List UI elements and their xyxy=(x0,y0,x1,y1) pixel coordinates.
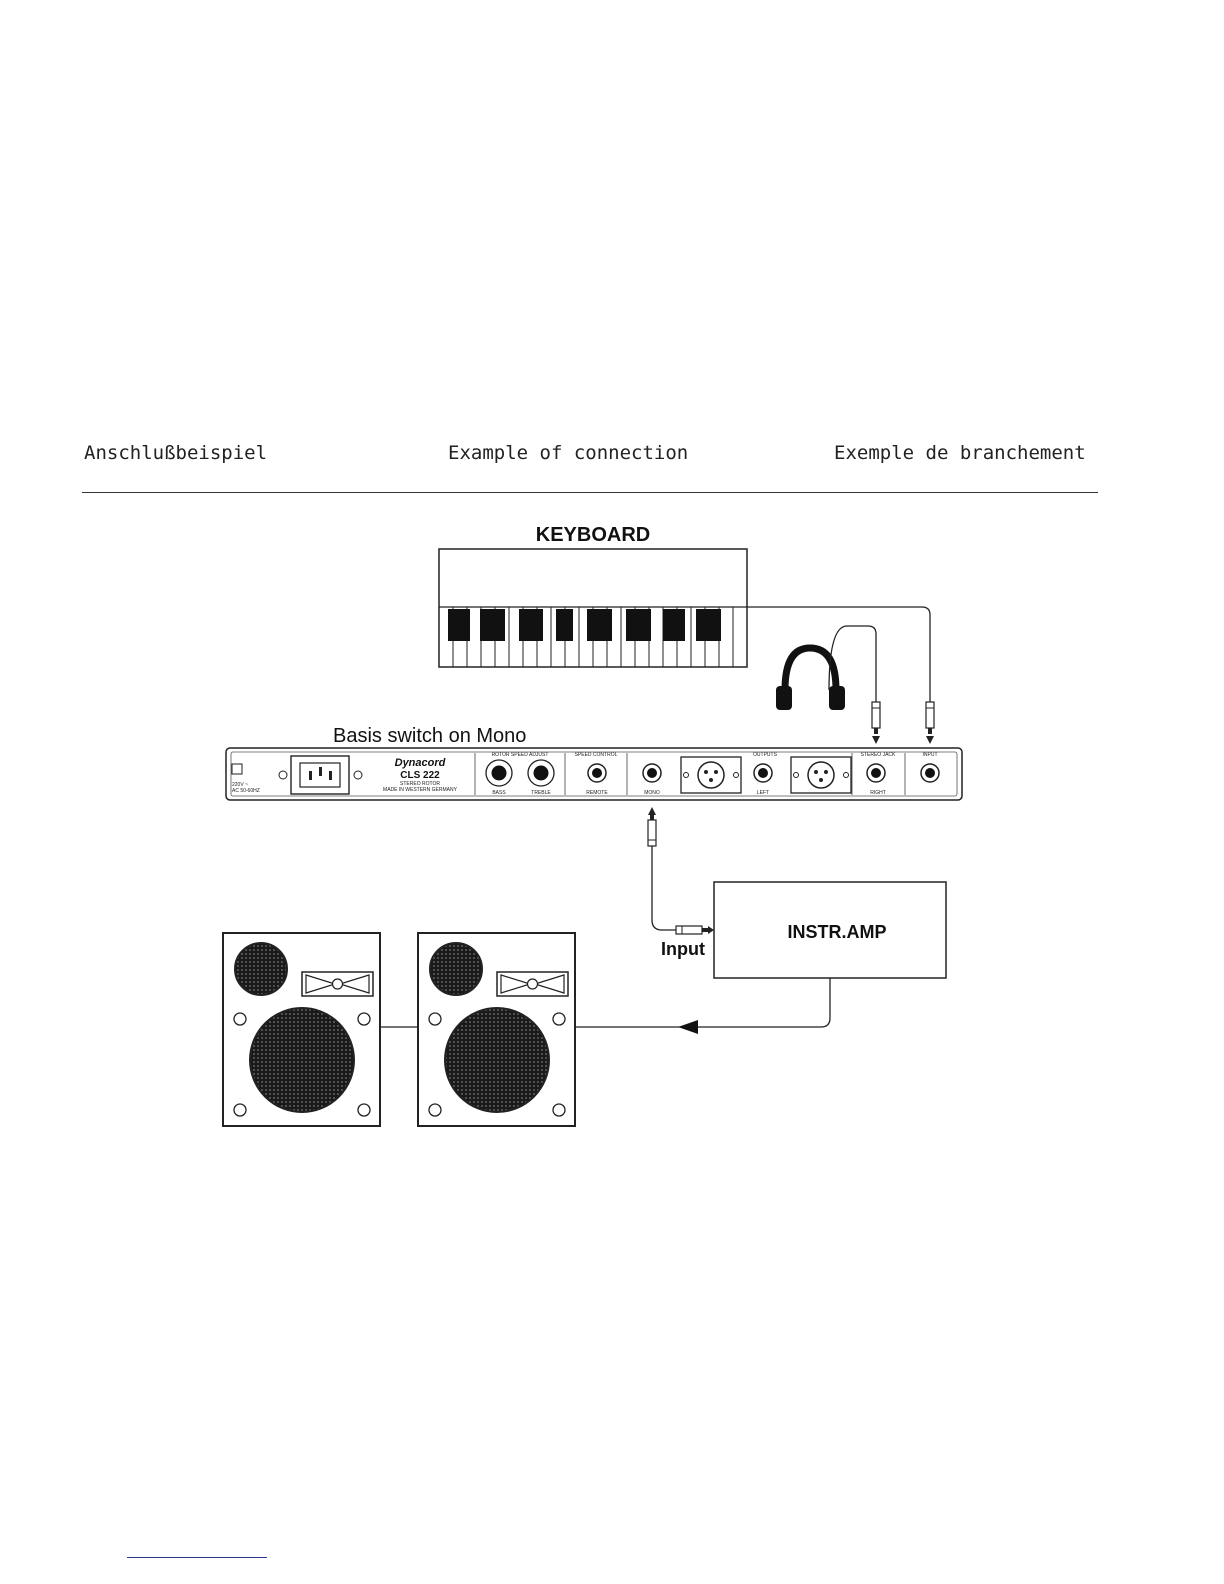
basis-switch-label: Basis switch on Mono xyxy=(333,725,526,747)
remote-jack xyxy=(588,764,606,782)
black-key xyxy=(519,609,543,641)
mounting-hole xyxy=(553,1104,565,1116)
black-key xyxy=(556,609,573,641)
unit-power-frequency: AC 50-60HZ xyxy=(232,788,260,794)
label-mono: MONO xyxy=(644,790,660,796)
amp-label: INSTR.AMP xyxy=(788,922,887,942)
xlr-output-left xyxy=(681,757,741,793)
keyboard xyxy=(439,549,747,667)
amp-input-plug xyxy=(676,926,714,934)
section-stereo-jack: STEREO JACK xyxy=(861,752,896,758)
section-input: INPUT xyxy=(923,752,938,758)
section-speed-control: SPEED CONTROL xyxy=(575,752,618,758)
input-label: Input xyxy=(661,939,705,959)
tweeter-grille xyxy=(430,943,482,995)
speaker-cable xyxy=(575,978,830,1027)
unit-model: CLS 222 xyxy=(400,770,440,781)
unit-made-in: MADE IN WESTERN GERMANY xyxy=(383,787,458,793)
left-output-jack xyxy=(754,764,772,782)
black-key xyxy=(448,609,470,641)
black-key xyxy=(587,609,612,641)
mono-cable xyxy=(652,846,676,930)
horn-center xyxy=(333,979,343,989)
cls222-rack-unit: 220V ~ AC 50-60HZ Dynacord CLS 222 STERE… xyxy=(226,748,962,800)
mounting-hole xyxy=(429,1013,441,1025)
tweeter-grille xyxy=(235,943,287,995)
power-socket xyxy=(279,756,362,794)
black-key xyxy=(663,609,685,641)
label-bass: BASS xyxy=(492,790,506,796)
mounting-hole xyxy=(234,1013,246,1025)
section-rotor-speed: ROTOR SPEED ADJUST xyxy=(492,752,549,758)
speaker-cabinet-left xyxy=(223,933,380,1126)
black-key xyxy=(480,609,505,641)
label-treble: TREBLE xyxy=(531,790,551,796)
label-right: RIGHT xyxy=(870,790,886,796)
footer-rule xyxy=(127,1557,267,1558)
treble-knob xyxy=(528,760,554,786)
headphones-icon xyxy=(776,648,845,710)
headphones-plug xyxy=(872,702,880,744)
keyboard-label: KEYBOARD xyxy=(536,524,650,546)
mounting-hole xyxy=(234,1104,246,1116)
section-outputs: OUTPUTS xyxy=(753,752,778,758)
black-key xyxy=(626,609,651,641)
signal-arrow-icon xyxy=(678,1020,698,1034)
mono-jack xyxy=(643,764,661,782)
woofer-grille xyxy=(250,1008,354,1112)
mounting-hole xyxy=(429,1104,441,1116)
input-jack xyxy=(921,764,939,782)
mono-plug xyxy=(648,807,656,846)
speaker-cabinet-right xyxy=(418,933,575,1126)
mounting-hole xyxy=(553,1013,565,1025)
bass-knob xyxy=(486,760,512,786)
input-plug xyxy=(926,702,934,744)
horn-center xyxy=(528,979,538,989)
label-left: LEFT xyxy=(757,790,769,796)
stereo-jack xyxy=(867,764,885,782)
unit-brand: Dynacord xyxy=(395,757,446,769)
woofer-grille xyxy=(445,1008,549,1112)
mounting-hole xyxy=(358,1013,370,1025)
label-remote: REMOTE xyxy=(586,790,608,796)
black-key xyxy=(696,609,721,641)
mounting-hole xyxy=(358,1104,370,1116)
xlr-output-right xyxy=(791,757,851,793)
